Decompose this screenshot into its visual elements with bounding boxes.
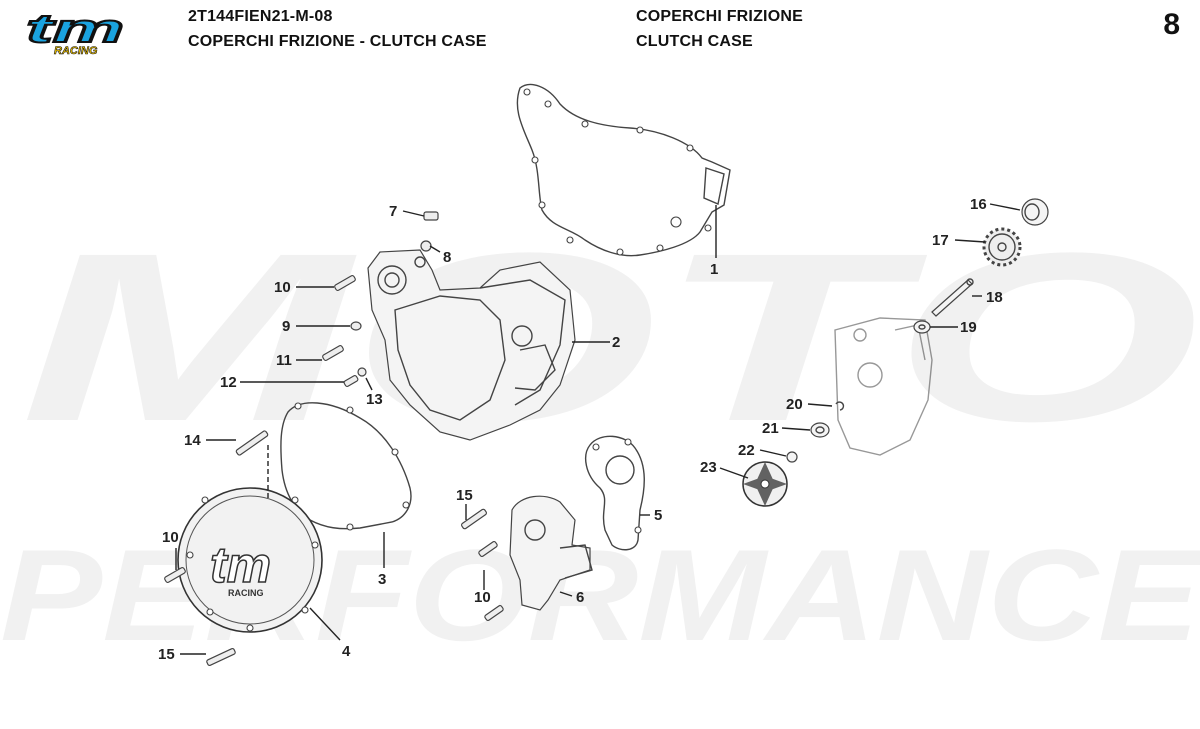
callout-15b: 15 [158,646,175,663]
callout-21: 21 [762,420,779,437]
part-4-outer-cover: tm RACING [177,487,323,633]
callout-1: 1 [710,261,718,278]
cover-logo-brand: tm [210,537,271,593]
logo-brand: tm [26,10,124,51]
bolt-10d [164,567,186,583]
part-17-gear [982,227,1022,267]
bolt-10a [334,275,356,291]
bolt-14 [235,430,269,456]
watermark-line1: MOTO [20,203,1200,471]
leader-lines [175,203,1021,655]
callouts: 1 2 3 4 5 6 7 8 10 9 11 12 13 14 10 15 1… [158,196,1003,663]
part-2-clutch-case [367,249,576,441]
part-18-shaft [931,278,974,317]
part-6-pump-cover [509,495,593,611]
callout-10a: 10 [274,279,291,296]
callout-16: 16 [970,196,987,213]
callout-10d: 10 [162,529,179,546]
part-22-nut [786,451,798,463]
part-16-bearing [1021,198,1049,226]
callout-10b: 10 [474,589,491,606]
callout-20: 20 [786,396,803,413]
callout-18: 18 [986,289,1003,306]
part-1-gasket [516,83,731,257]
part-3-gasket [280,402,412,531]
part-20-clip [835,401,845,411]
callout-23: 23 [700,459,717,476]
callout-14: 14 [184,432,201,449]
callout-3: 3 [378,571,386,588]
washer-8 [420,240,432,252]
watermark: MOTO PERFORMANCE [0,203,1200,668]
callout-17: 17 [932,232,949,249]
callout-7: 7 [389,203,397,220]
oring-13 [357,367,367,377]
callout-6: 6 [576,589,584,606]
callout-22: 22 [738,442,755,459]
callout-19: 19 [960,319,977,336]
callout-5: 5 [654,507,662,524]
callout-12: 12 [220,374,237,391]
tm-racing-logo: tm RACING [25,10,125,56]
callout-13: 13 [366,391,383,408]
part-5-pump-gasket [584,435,645,551]
washer-9 [350,321,362,331]
bolt-7 [423,211,439,221]
bolt-15b [206,647,236,667]
page-number: 8 [1163,8,1180,41]
callout-15a: 15 [456,487,473,504]
bolt-12 [343,375,359,387]
bolt-11 [322,345,344,361]
doc-code: 2T144FIEN21-M-08 [188,8,333,25]
doc-title-it: COPERCHI FRIZIONE [636,8,803,25]
doc-title-combined: COPERCHI FRIZIONE - CLUTCH CASE [188,33,487,50]
hardware [164,211,504,667]
part-23-impeller [742,461,788,507]
logo-sub: RACING [54,45,98,56]
bolt-15a [460,508,488,530]
callout-9: 9 [282,318,290,335]
callout-4: 4 [342,643,351,660]
cover-logo-sub: RACING [228,588,264,598]
callout-8: 8 [443,249,451,266]
part-21-bearing [810,422,830,438]
doc-title-en: CLUTCH CASE [636,33,753,50]
bolt-10b [478,540,498,558]
callout-11: 11 [276,352,292,369]
part-19-seal [913,320,931,334]
bolt-10c [484,604,504,622]
callout-2: 2 [612,334,620,351]
